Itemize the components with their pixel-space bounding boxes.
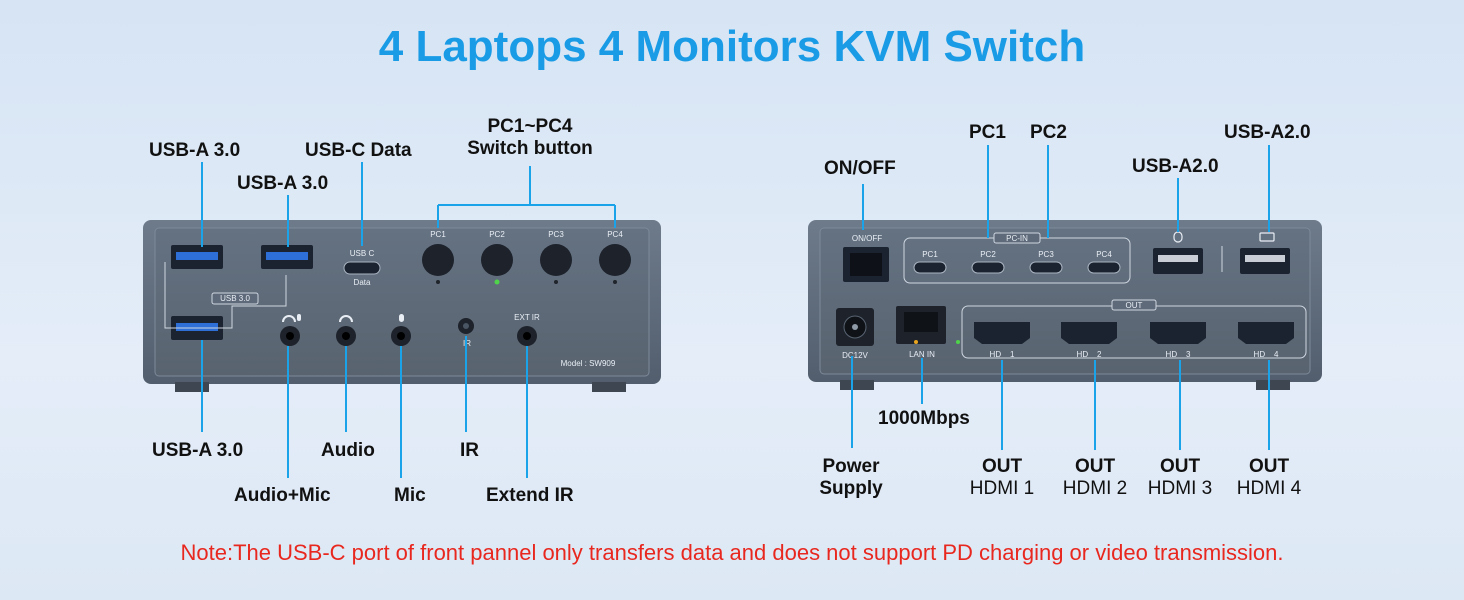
front-usb-a-1	[171, 245, 223, 269]
pc1-usb-c-port	[913, 261, 947, 274]
front-leader-lines	[201, 162, 616, 478]
back-panel: ON/OFF PC-IN PC1 PC2 PC3 PC4 DC12V LAN I…	[808, 220, 1322, 390]
model-panel-text: Model : SW909	[561, 359, 616, 368]
label-usb-a-bottom: USB-A 3.0	[152, 440, 244, 461]
label-back-pc1: PC1	[969, 122, 1006, 143]
pc3-panel-text: PC3	[548, 230, 564, 239]
hd1-panel-text: HD 1	[990, 350, 1015, 359]
label-mic: Mic	[394, 485, 426, 506]
hd4-panel-text: HD 4	[1254, 350, 1279, 359]
front-usb-c-port	[343, 261, 381, 275]
hdmi1-port	[974, 322, 1030, 344]
usb30-panel-text: USB 3.0	[220, 294, 250, 303]
label-usb-a20-mid: USB-A2.0	[1132, 156, 1219, 177]
label-ir: IR	[460, 440, 479, 461]
page-title: 4 Laptops 4 Monitors KVM Switch	[378, 22, 1086, 71]
pc4-panel-text: PC4	[607, 230, 623, 239]
ext-ir-panel-text: EXT IR	[514, 313, 540, 322]
dc12v-panel-text: DC12V	[842, 351, 868, 360]
label-out-hdmi1: OUT HDMI 1	[955, 456, 1049, 500]
headset-mic-icon	[282, 314, 301, 323]
pc1-switch-button[interactable]	[422, 244, 454, 276]
keyboard-icon	[1259, 232, 1275, 242]
label-out-hdmi3: OUT HDMI 3	[1133, 456, 1227, 500]
label-hdmi1: HDMI 1	[969, 478, 1035, 499]
label-usb-a-top-left: USB-A 3.0	[149, 140, 241, 161]
label-out-hdmi4: OUT HDMI 4	[1222, 456, 1316, 500]
label-hdmi2: HDMI 2	[1062, 478, 1128, 499]
back-pc4-panel-text: PC4	[1096, 250, 1112, 259]
label-audio: Audio	[321, 440, 375, 461]
back-leader-lines	[851, 145, 1270, 450]
label-hdmi4: HDMI 4	[1236, 478, 1302, 499]
back-pc3-panel-text: PC3	[1038, 250, 1054, 259]
ir-panel-text: IR	[463, 339, 471, 348]
out-panel-text: OUT	[1126, 301, 1143, 310]
label-usb-a-top-mid: USB-A 3.0	[237, 173, 329, 194]
label-lan-speed: 1000Mbps	[878, 408, 970, 429]
headphone-icon	[339, 315, 353, 323]
label-out-1: OUT	[981, 456, 1023, 477]
label-on-off: ON/OFF	[824, 158, 896, 179]
label-out-hdmi2: OUT HDMI 2	[1048, 456, 1142, 500]
label-power-line1: Power	[822, 456, 880, 477]
onoff-panel-text: ON/OFF	[852, 234, 882, 243]
hdmi3-port	[1150, 322, 1206, 344]
pc4-usb-c-port	[1087, 261, 1121, 274]
hdmi4-port	[1238, 322, 1294, 344]
pc1-panel-text: PC1	[430, 230, 446, 239]
usbc-panel-text: USB C	[350, 249, 375, 258]
label-usb-c-data: USB-C Data	[305, 140, 412, 161]
pc2-panel-text: PC2	[489, 230, 505, 239]
label-usb-a20-right: USB-A2.0	[1224, 122, 1311, 143]
pc3-switch-button[interactable]	[540, 244, 572, 276]
label-pc-switch-line1: PC1~PC4	[487, 116, 573, 137]
label-power-supply: Power Supply	[798, 456, 904, 500]
pc2-usb-c-port	[971, 261, 1005, 274]
front-usb-a-2	[261, 245, 313, 269]
label-back-pc2: PC2	[1030, 122, 1067, 143]
front-panel: USB 3.0 USB C Data PC1 PC2 PC3 PC4 IR EX…	[143, 220, 661, 392]
back-pc2-panel-text: PC2	[980, 250, 996, 259]
pc3-usb-c-port	[1029, 261, 1063, 274]
label-audio-mic: Audio+Mic	[234, 485, 331, 506]
pcin-panel-text: PC-IN	[1006, 234, 1028, 243]
lanin-panel-text: LAN IN	[909, 350, 935, 359]
label-pc-switch: PC1~PC4 Switch button	[450, 116, 610, 160]
back-pc1-panel-text: PC1	[922, 250, 938, 259]
hdmi2-port	[1061, 322, 1117, 344]
pc4-switch-button[interactable]	[599, 244, 631, 276]
label-out-2: OUT	[1074, 456, 1116, 477]
mic-icon	[399, 314, 404, 322]
hd3-panel-text: HD 3	[1166, 350, 1191, 359]
pc2-led	[494, 279, 500, 285]
note-text: Note:The USB-C port of front pannel only…	[180, 540, 1284, 565]
label-pc-switch-line2: Switch button	[467, 138, 593, 159]
label-power-line2: Supply	[819, 478, 883, 499]
label-extend-ir: Extend IR	[486, 485, 574, 506]
label-hdmi3: HDMI 3	[1147, 478, 1213, 499]
hd2-panel-text: HD 2	[1077, 350, 1102, 359]
label-out-3: OUT	[1159, 456, 1201, 477]
label-out-4: OUT	[1248, 456, 1290, 477]
pc2-switch-button[interactable]	[481, 244, 513, 276]
data-panel-text: Data	[354, 278, 371, 287]
